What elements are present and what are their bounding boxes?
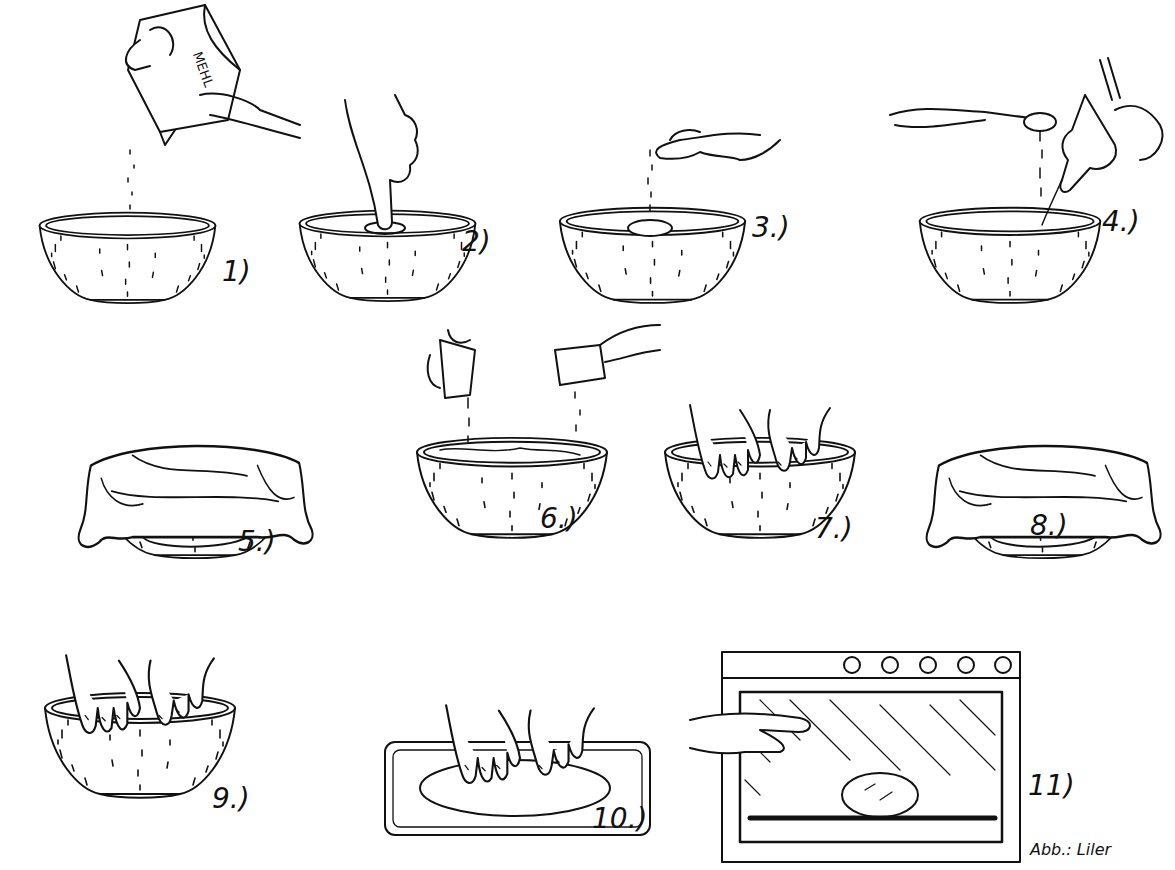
falling-salt (575, 392, 580, 431)
oven (722, 652, 1020, 862)
bowl (417, 438, 607, 538)
bottle-neck (1100, 58, 1120, 100)
bowl (560, 208, 745, 303)
flour-bag (128, 5, 240, 132)
step-9-knead (45, 655, 235, 797)
cloth (927, 446, 1161, 547)
dough-loaf (420, 760, 610, 816)
pouring-milk (1040, 131, 1042, 196)
pouring-water (468, 398, 469, 442)
hand (126, 40, 150, 70)
dough (440, 448, 580, 455)
step-number: 5.) (238, 528, 276, 556)
control-panel (722, 677, 1020, 679)
knob (995, 657, 1011, 673)
hand (656, 133, 780, 160)
step-number: 4.) (1102, 208, 1140, 236)
falling-flour (128, 150, 134, 209)
knob (882, 657, 898, 673)
pointing-hand (345, 95, 418, 229)
step-number: 11) (1028, 772, 1075, 800)
hand (895, 120, 985, 127)
hand (690, 714, 810, 753)
bread-score (865, 784, 892, 800)
step-3-yeast (560, 130, 780, 303)
bread (842, 773, 918, 817)
bottle (1060, 95, 1116, 192)
knob (958, 657, 974, 673)
cloth (79, 446, 313, 547)
oven-rack (750, 816, 995, 821)
step-1-flour (40, 5, 300, 303)
shaping-hands (446, 705, 594, 783)
step-11-bake (690, 652, 1020, 862)
step-number: 2) (462, 228, 491, 256)
crumbling-yeast (648, 150, 652, 211)
hand (1115, 106, 1162, 160)
step-number: 9.) (212, 785, 250, 813)
bag-fold (150, 5, 240, 145)
step-number: 3.) (752, 214, 790, 242)
butter (555, 345, 605, 385)
hand (428, 330, 470, 388)
kneading-hands (690, 405, 830, 479)
bowl (40, 213, 216, 303)
step-number: 8.) (1030, 512, 1068, 540)
finger (670, 130, 700, 140)
spoon-arm (890, 109, 1030, 118)
step-4-milk (890, 58, 1162, 303)
yeast-crumbs (628, 220, 672, 236)
step-5-rest (79, 446, 313, 558)
step-6-ingredients (417, 325, 660, 538)
credit-note: Abb.: Liler (1030, 842, 1111, 858)
hand (600, 325, 660, 362)
step-number: 10.) (592, 805, 647, 833)
step-8-rest (927, 446, 1161, 558)
jug (440, 340, 475, 398)
step-number: 7.) (815, 515, 853, 543)
step-number: 6.) (540, 505, 578, 533)
pour (1042, 180, 1062, 225)
knob (844, 657, 860, 673)
step-number: 1) (222, 258, 251, 286)
spoon (1024, 113, 1056, 131)
bowl (920, 208, 1101, 303)
step-2-well (300, 95, 476, 301)
knob (920, 657, 936, 673)
hand-arm (200, 94, 300, 138)
kneading-hands (66, 655, 214, 733)
step-10-shape (385, 705, 650, 835)
